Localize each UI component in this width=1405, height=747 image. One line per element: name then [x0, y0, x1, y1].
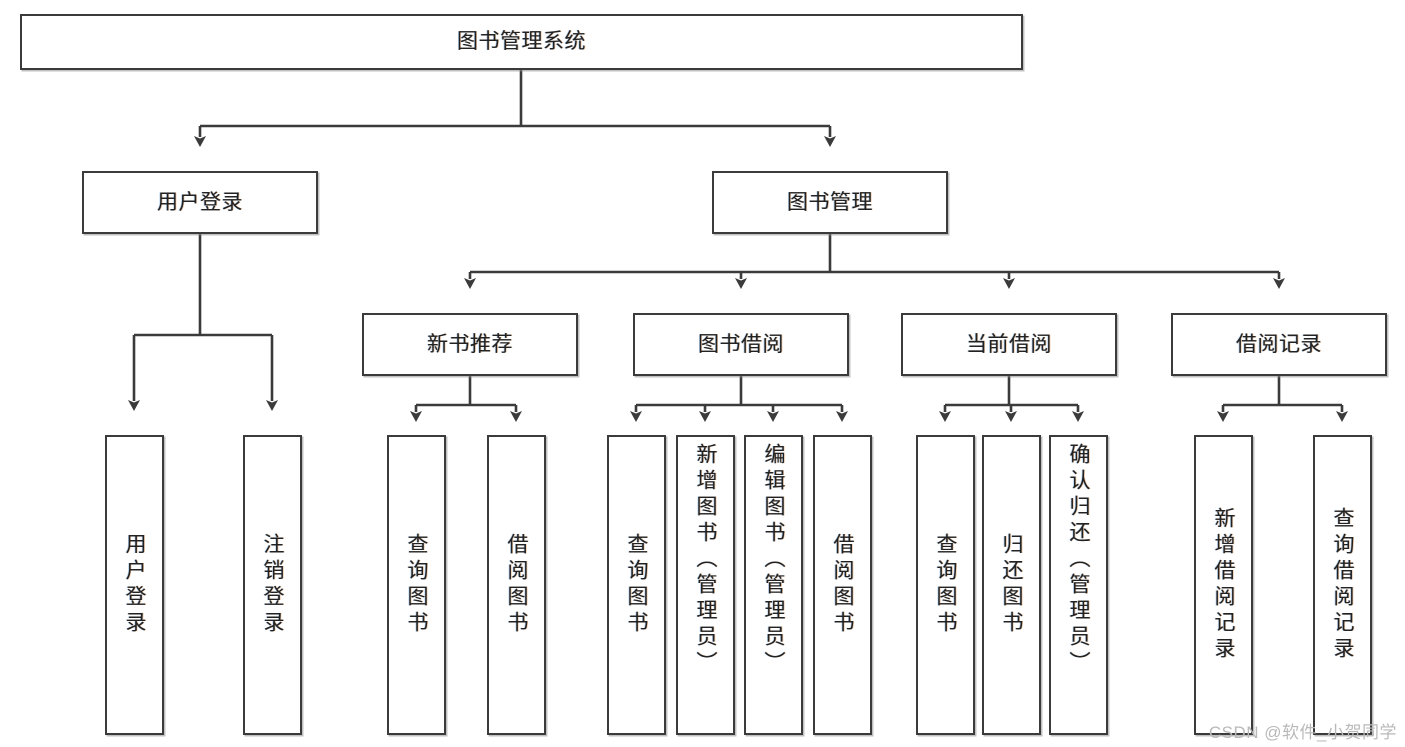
- node-label: 查询图书: [934, 533, 957, 637]
- node-leaf-borrow-book-1[interactable]: 借阅图书: [487, 435, 546, 735]
- node-label: 图书管理: [787, 190, 873, 214]
- node-label: 用户登录: [157, 190, 243, 214]
- node-borrow-record[interactable]: 借阅记录: [1171, 313, 1387, 376]
- node-label: 编辑图书（管理员）: [762, 443, 785, 677]
- node-leaf-query-book-1[interactable]: 查询图书: [387, 435, 446, 735]
- node-label: 借阅图书: [831, 533, 854, 637]
- node-label: 新书推荐: [427, 332, 513, 356]
- node-leaf-query-book-3[interactable]: 查询图书: [916, 435, 975, 735]
- node-user-login[interactable]: 用户登录: [82, 171, 318, 234]
- node-leaf-user-login[interactable]: 用户登录: [105, 435, 164, 735]
- node-leaf-borrow-book-2[interactable]: 借阅图书: [813, 435, 872, 735]
- node-label: 归还图书: [1000, 533, 1023, 637]
- node-new-book-recommend[interactable]: 新书推荐: [362, 313, 578, 376]
- node-label: 查询借阅记录: [1331, 507, 1354, 663]
- node-label: 图书借阅: [698, 332, 784, 356]
- node-leaf-query-borrow-record[interactable]: 查询借阅记录: [1313, 435, 1372, 735]
- node-label: 借阅图书: [505, 533, 528, 637]
- node-label: 注销登录: [261, 533, 284, 637]
- node-leaf-return-book[interactable]: 归还图书: [982, 435, 1041, 735]
- node-label: 用户登录: [123, 533, 146, 637]
- node-label: 查询图书: [625, 533, 648, 637]
- node-label: 确认归还（管理员）: [1067, 443, 1090, 677]
- node-book-borrow[interactable]: 图书借阅: [633, 313, 849, 376]
- node-leaf-query-book-2[interactable]: 查询图书: [607, 435, 666, 735]
- node-label: 图书管理系统: [457, 30, 586, 54]
- node-label: 查询图书: [405, 533, 428, 637]
- node-leaf-edit-book-admin[interactable]: 编辑图书（管理员）: [744, 435, 803, 735]
- node-label: 新增图书（管理员）: [694, 443, 717, 677]
- node-label: 当前借阅: [966, 332, 1052, 356]
- node-label: 借阅记录: [1236, 332, 1322, 356]
- node-book-management[interactable]: 图书管理: [712, 171, 948, 234]
- node-current-borrow[interactable]: 当前借阅: [901, 313, 1117, 376]
- node-leaf-confirm-return-admin[interactable]: 确认归还（管理员）: [1049, 435, 1108, 735]
- node-root-system[interactable]: 图书管理系统: [20, 14, 1023, 70]
- node-leaf-add-book-admin[interactable]: 新增图书（管理员）: [676, 435, 735, 735]
- node-label: 新增借阅记录: [1212, 507, 1235, 663]
- node-leaf-logout[interactable]: 注销登录: [243, 435, 302, 735]
- node-leaf-add-borrow-record[interactable]: 新增借阅记录: [1194, 435, 1253, 735]
